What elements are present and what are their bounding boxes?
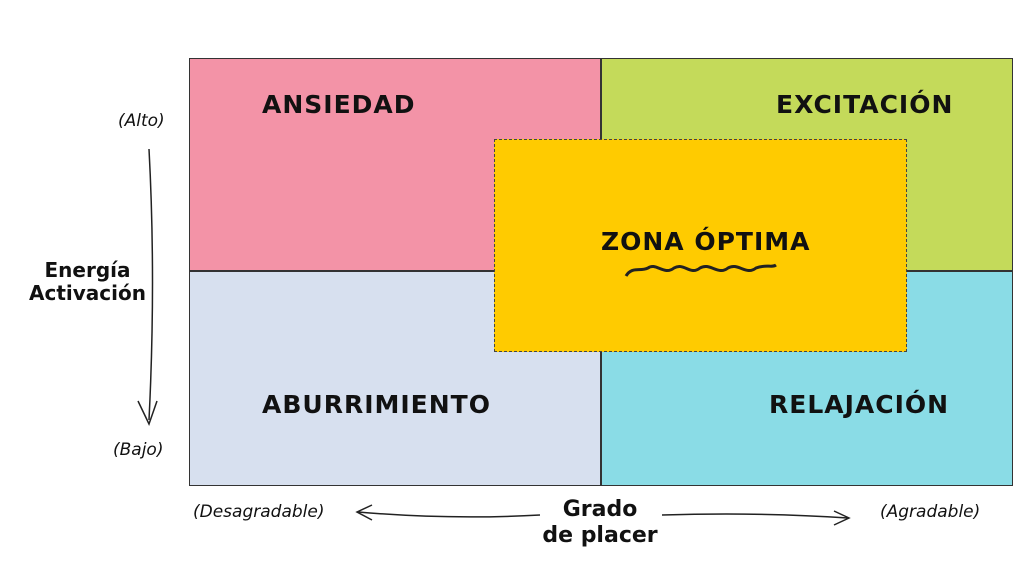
label-excitacion: EXCITACIÓN (776, 90, 954, 119)
x-left-arrowhead-icon (355, 504, 373, 521)
y-axis-title-line2: Activación (29, 281, 146, 305)
label-aburrimiento: ABURRIMIENTO (262, 390, 491, 419)
optimal-zone (494, 139, 907, 352)
label-zona-optima: ZONA ÓPTIMA (601, 227, 811, 256)
y-arrowhead-icon (137, 400, 158, 426)
label-ansiedad: ANSIEDAD (262, 90, 416, 119)
y-axis-title: Energía Activación (20, 259, 155, 305)
x-axis-left-label: (Desagradable) (193, 502, 325, 522)
y-axis-high-label: (Alto) (118, 111, 165, 131)
y-axis-low-label: (Bajo) (113, 440, 164, 460)
x-right-arrowhead-icon (833, 510, 851, 526)
x-axis-title: Grado de placer (530, 497, 670, 549)
x-axis-title-line2: de placer (542, 523, 658, 548)
x-left-arrow (357, 511, 541, 518)
label-relajacion: RELAJACIÓN (769, 390, 950, 419)
squiggle-underline (624, 263, 777, 277)
x-axis-right-label: (Agradable) (880, 502, 981, 522)
y-axis-title-line1: Energía (44, 258, 131, 282)
x-axis-title-line1: Grado (562, 497, 638, 522)
y-axis-arrow (148, 148, 154, 421)
x-right-arrow (661, 513, 849, 519)
